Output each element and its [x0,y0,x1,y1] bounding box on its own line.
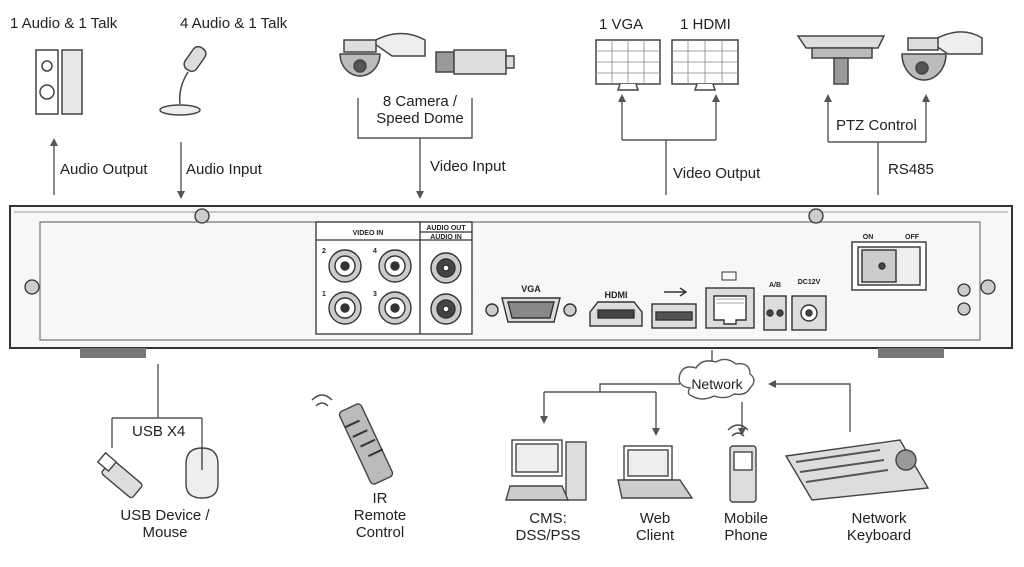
usb-device-label-line1: USB Device / [120,507,210,524]
vga-port-label: VGA [521,284,541,294]
dc12v-label: DC12V [798,279,821,286]
video-output-label: Video Output [673,165,761,182]
cms-label-line2: DSS/PSS [515,527,581,544]
mobile-phone-icon [727,424,757,503]
web-client-label-line2: Client [635,527,675,544]
dvr-rear-panel [9,205,1013,358]
ptz-control-label: PTZ Control [836,117,917,134]
hdmi-port-label: HDMI [605,290,628,300]
rs485-ab-label: A/B [769,282,781,289]
speaker-icon [35,49,83,115]
speed-dome-camera-icon [339,32,426,77]
ir-label-line2: Remote [353,507,407,524]
bnc-connectors [328,249,412,325]
usb-x4-label: USB X4 [132,423,186,440]
box-camera-icon [435,49,515,75]
channel-3-label: 3 [373,291,377,298]
video-input-label: Video Input [430,158,506,175]
ir-label-line3: Control [355,524,405,541]
hdmi-port [589,301,643,327]
web-client-label-line1: Web [639,510,671,527]
hdmi-label: 1 HDMI [680,16,731,33]
usb-port [651,287,697,329]
vga-monitor-icon [595,39,661,91]
vga-port [485,297,577,323]
network-label: Network [691,376,743,392]
microphone-icon [159,45,207,116]
vga-label: 1 VGA [599,16,644,33]
ptz-dome-camera-icon [901,31,983,81]
rs485-label: RS485 [888,161,934,178]
network-keyboard-label-line1: Network [851,510,907,527]
bottom-connectors [111,350,851,448]
camera-label-line2: Speed Dome [376,110,464,127]
network-keyboard-icon [784,439,930,501]
desktop-pc-icon [505,439,587,501]
ptz-keyboard-icon [796,35,886,85]
laptop-icon [617,445,694,499]
hdmi-monitor-icon [671,39,739,91]
audio-input-label: Audio Input [186,161,262,178]
dc-power-jack [791,295,827,331]
ethernet-port [705,271,755,329]
rca-audio-connectors [430,252,462,325]
top-connectors [50,94,930,199]
network-cloud-icon [678,358,755,400]
audio-output-label: Audio Output [60,161,148,178]
usb-stick-icon [96,451,143,499]
mouse-icon [185,447,219,499]
switch-on-label: ON [863,234,874,241]
audio-in-label: AUDIO IN [430,234,462,241]
power-switch [851,241,927,291]
switch-off-label: OFF [905,234,920,241]
audio-talk-4-label: 4 Audio & 1 Talk [180,15,288,32]
channel-1-label: 1 [322,291,326,298]
cms-label-line1: CMS: [529,510,567,527]
channel-4-label: 4 [373,248,377,255]
audio-talk-1-label: 1 Audio & 1 Talk [10,15,118,32]
video-in-label: VIDEO IN [353,230,384,237]
camera-label-line1: 8 Camera / [382,93,458,110]
usb-device-label-line2: Mouse [142,524,188,541]
rs485-terminal [763,295,787,331]
ir-label-line1: IR [372,490,388,507]
mobile-phone-label-line2: Phone [724,527,768,544]
mobile-phone-label-line1: Mobile [723,510,769,527]
ir-remote-icon [311,394,394,485]
channel-2-label: 2 [322,248,326,255]
audio-out-label: AUDIO OUT [426,225,466,232]
network-keyboard-label-line2: Keyboard [846,527,912,544]
